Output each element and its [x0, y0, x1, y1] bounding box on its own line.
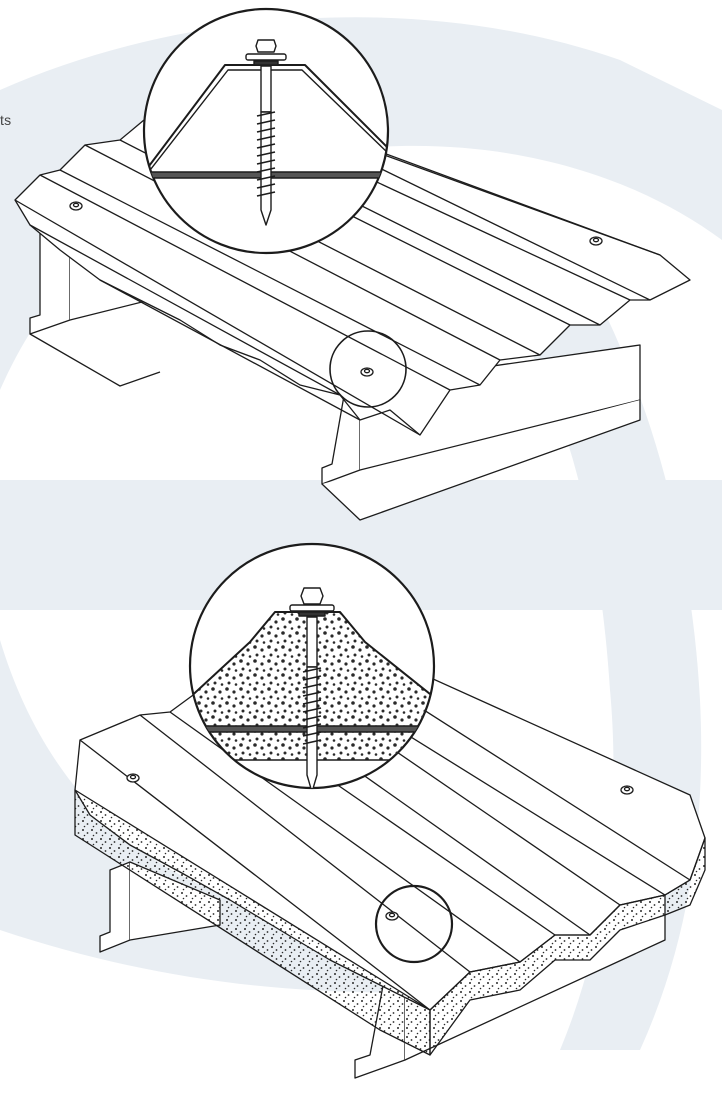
detail-marker-circle-lower: [374, 884, 454, 964]
sheet-fastener-center: [360, 367, 374, 377]
foam-core-edge: [74, 789, 431, 1056]
sheet-fastener-left: [69, 201, 83, 211]
detail-marker-circle-upper: [329, 330, 407, 408]
caption-fragment: ts: [0, 112, 11, 128]
sheet-fastener-right: [589, 236, 603, 246]
screw-fastener-detail-icon: [245, 39, 287, 226]
lower-callout: [188, 542, 436, 790]
upper-callout: [142, 7, 390, 255]
panel-fastener-right: [620, 785, 634, 795]
panel-fastener-center: [385, 911, 399, 921]
screw-fastener-foam-detail-icon: [289, 587, 335, 788]
panel-fastener-left: [126, 773, 140, 783]
